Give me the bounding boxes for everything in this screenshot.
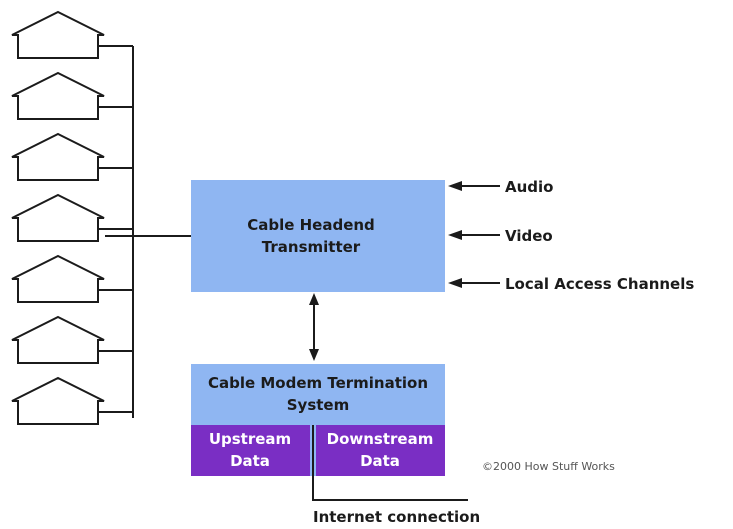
downstream-box: [316, 425, 445, 476]
headend-label-line2: Transmitter: [262, 238, 361, 256]
upstream-box: [191, 425, 310, 476]
house-icon: [11, 10, 133, 59]
downstream-label-line2: Data: [360, 452, 400, 470]
arrowhead-icon: [448, 278, 462, 288]
house-icon: [11, 193, 133, 242]
arrowhead-icon: [448, 230, 462, 240]
bidirectional-arrow: [309, 293, 319, 361]
arrow-down-icon: [309, 349, 319, 361]
internet-connection-line: [312, 425, 468, 501]
input-local-access: Local Access Channels: [448, 275, 694, 293]
house-icon: [11, 315, 133, 364]
houses-column: [11, 10, 133, 425]
house-icon: [11, 132, 133, 181]
internet-connection-label: Internet connection: [313, 508, 480, 526]
house-icon: [11, 376, 133, 425]
upstream-label-line1: Upstream: [209, 430, 291, 448]
input-audio-label: Audio: [505, 178, 553, 196]
headend-label-line1: Cable Headend: [247, 216, 375, 234]
headend-box: [191, 180, 445, 292]
cmts-label-line2: System: [287, 396, 349, 414]
input-local-access-label: Local Access Channels: [505, 275, 694, 293]
downstream-label-line1: Downstream: [327, 430, 434, 448]
input-video: Video: [448, 227, 553, 245]
cmts-label-line1: Cable Modem Termination: [208, 374, 428, 392]
input-audio: Audio: [448, 178, 553, 196]
house-icon: [11, 254, 133, 303]
house-icon: [11, 71, 133, 120]
arrow-up-icon: [309, 293, 319, 305]
arrowhead-icon: [448, 181, 462, 191]
upstream-label-line2: Data: [230, 452, 270, 470]
copyright-text: ©2000 How Stuff Works: [482, 460, 615, 473]
input-video-label: Video: [505, 227, 553, 245]
